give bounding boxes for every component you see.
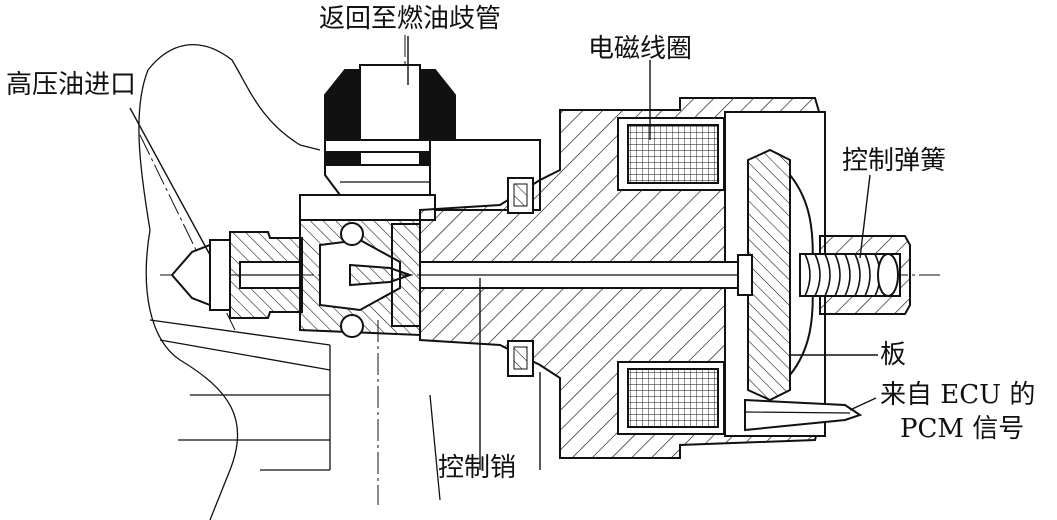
label-plate: 板	[880, 340, 907, 370]
engine-outline	[138, 44, 441, 520]
label-control-spring: 控制弹簧	[842, 146, 947, 176]
label-ecu-signal-line2: PCM 信号	[900, 414, 1025, 444]
valve-core	[299, 213, 421, 338]
label-return-to-manifold: 返回至燃油歧管	[319, 4, 502, 34]
return-fitting	[299, 64, 541, 221]
spring-housing	[799, 235, 911, 315]
label-control-pin: 控制销	[438, 453, 517, 483]
inlet-nozzle	[170, 231, 303, 319]
ecu-connector	[744, 398, 863, 432]
label-solenoid-coil: 电磁线圈	[588, 34, 693, 64]
leader-lines	[129, 36, 878, 470]
armature-plate	[737, 148, 814, 402]
label-ecu-signal-line1: 来自 ECU 的	[880, 380, 1036, 410]
label-high-pressure-inlet: 高压油进口	[6, 70, 137, 100]
